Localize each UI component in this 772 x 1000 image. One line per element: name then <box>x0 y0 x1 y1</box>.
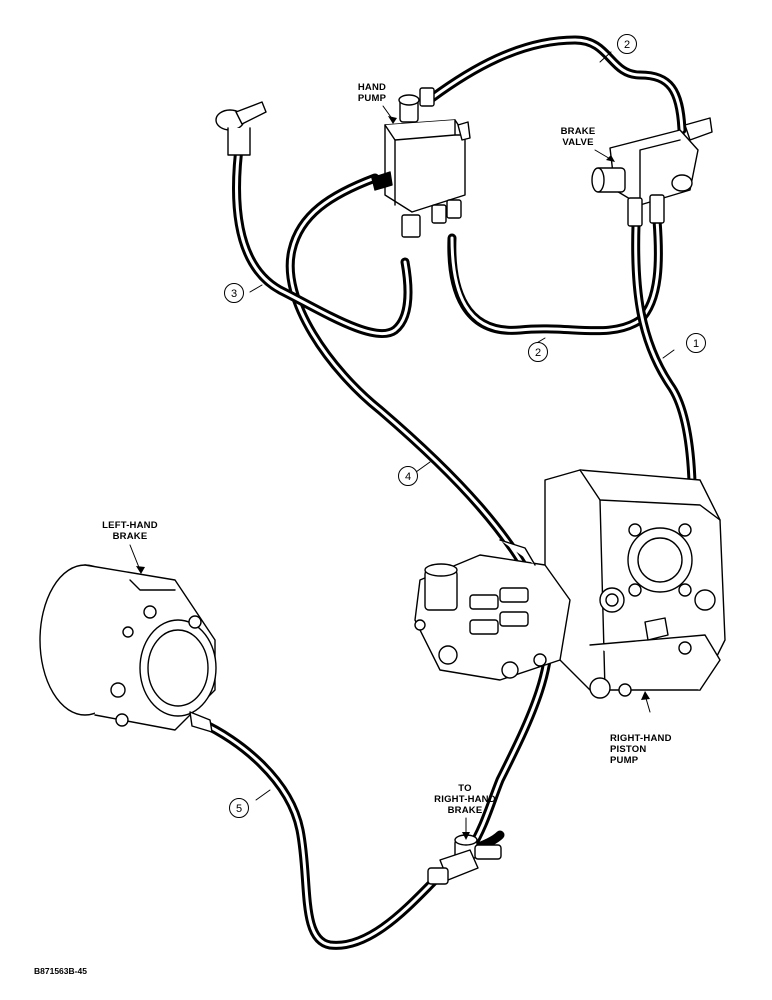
piston-pump <box>544 469 726 699</box>
arrow-heads <box>136 116 650 840</box>
brake-valve <box>591 117 713 227</box>
hose-2-bottom <box>447 215 663 336</box>
callout-line-4: 4 <box>398 466 418 486</box>
callout-line-3: 3 <box>224 283 244 303</box>
hand-pump <box>371 87 471 238</box>
callout-line-1: 1 <box>686 333 706 353</box>
left-hand-brake-label: LEFT-HAND BRAKE <box>100 520 160 542</box>
callout-line-5: 5 <box>229 798 249 818</box>
callout-line-2-bottom: 2 <box>528 342 548 362</box>
hose-2-top <box>427 35 687 135</box>
to-right-hand-brake-label: TO RIGHT-HAND BRAKE <box>432 783 498 816</box>
right-hand-piston-pump-label: RIGHT-HAND PISTON PUMP <box>610 733 674 766</box>
hose-4 <box>285 173 554 855</box>
hand-pump-label-line2: PUMP <box>357 93 387 104</box>
brake-valve-label: BRAKE VALVE <box>556 126 600 148</box>
to-right-hand-brake-label-line1: TO <box>458 783 472 794</box>
left-hand-brake-label-line2: BRAKE <box>112 531 148 542</box>
right-hand-piston-pump-label-line3: PUMP <box>610 755 639 766</box>
left-hand-brake-label-line1: LEFT-HAND <box>102 520 158 531</box>
left-hand-brake <box>39 564 217 733</box>
callout-line-2-top: 2 <box>617 34 637 54</box>
elbow-fitting <box>215 101 267 156</box>
to-right-hand-brake-label-line3: BRAKE <box>447 805 483 816</box>
hand-pump-label: HAND PUMP <box>352 82 392 104</box>
figure-reference: B871563B-45 <box>34 966 87 976</box>
hose-5 <box>195 717 440 950</box>
brake-valve-label-line1: BRAKE <box>560 126 596 137</box>
hose-3 <box>232 135 413 339</box>
hand-pump-label-line1: HAND <box>357 82 387 93</box>
right-hand-piston-pump-label-line2: PISTON <box>610 744 647 755</box>
right-hand-piston-pump-label-line1: RIGHT-HAND <box>610 733 672 744</box>
tee-fitting <box>427 834 502 885</box>
to-right-hand-brake-label-line2: RIGHT-HAND <box>434 794 496 805</box>
valve-block <box>414 539 571 681</box>
brake-valve-label-line2: VALVE <box>562 137 594 148</box>
